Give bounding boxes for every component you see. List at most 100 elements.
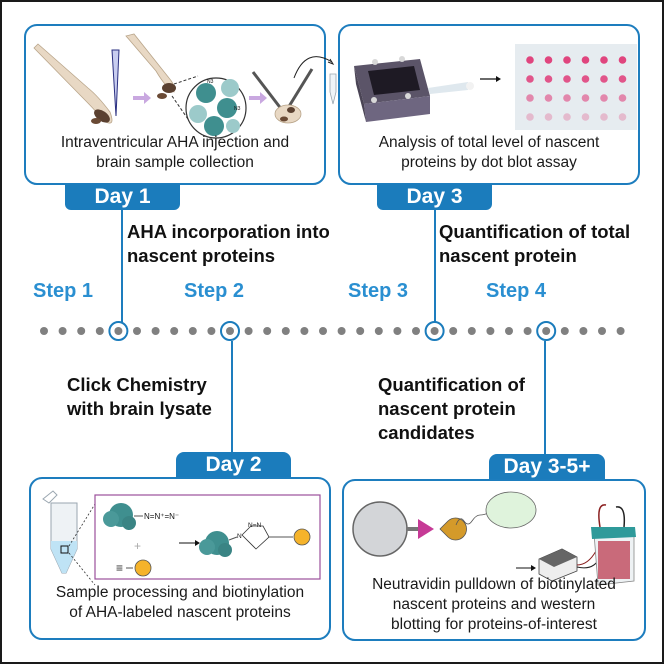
dot-blot-spot — [526, 94, 534, 102]
timeline-dot — [263, 327, 272, 335]
arrow-icon — [179, 540, 200, 546]
dot-blot-spot — [544, 75, 553, 83]
dot-blot-spot — [600, 94, 608, 102]
timeline-dot — [616, 327, 625, 335]
step-1-label: Step 1 — [33, 280, 94, 302]
dot-blot-spot — [544, 56, 553, 64]
caption-line: Analysis of total level of nascent — [378, 134, 600, 151]
zebrafish-larva-icon — [33, 43, 113, 124]
connector-step4 — [544, 341, 546, 456]
dot-blot-spot — [563, 113, 571, 121]
dot-blot-membrane — [515, 44, 637, 130]
dot-blot-spot — [544, 113, 553, 121]
description-line: Quantification of total — [439, 221, 631, 242]
azide-formula: N=N⁺=N⁻ — [144, 512, 179, 521]
timeline-dot — [393, 327, 402, 335]
arrow-icon — [249, 92, 267, 104]
step-4-label: Step 4 — [486, 280, 547, 302]
magnified-proteins-icon: N3 N3 — [185, 77, 247, 139]
azide-label: N3 — [207, 79, 214, 85]
dot-blot-spot — [600, 75, 608, 83]
forceps-dissection-icon — [251, 68, 314, 124]
timeline-dot — [356, 327, 365, 335]
step-1-marker — [108, 321, 129, 341]
dot-blot-spot — [581, 56, 590, 64]
linker-icon — [455, 512, 489, 526]
neutravidin-bead-icon — [352, 501, 408, 557]
description-line: Click Chemistry — [67, 374, 207, 395]
timeline-dot — [579, 327, 588, 335]
timeline-dot — [244, 327, 253, 335]
panel-day1: N3 N3 Intraventricular AHA injection and… — [24, 24, 337, 185]
timeline-dot — [598, 327, 606, 335]
timeline-dot — [412, 327, 420, 335]
dot-blot-spot — [563, 94, 571, 102]
timeline-dot — [319, 327, 327, 335]
timeline-dot — [505, 327, 513, 335]
dot-blot-apparatus-icon — [354, 56, 474, 122]
neutravidin-icon — [439, 517, 467, 541]
western-blot-tank-icon — [591, 504, 636, 586]
description-line: Quantification of — [378, 374, 525, 395]
caption-line: brain sample collection — [96, 154, 254, 171]
arrow-icon — [480, 76, 501, 82]
description-line: nascent proteins — [127, 245, 276, 266]
day35-caption: Neutravidin pulldown of biotinylated nas… — [344, 575, 644, 635]
panel-day3: Analysis of total level of nascent prote… — [338, 24, 640, 185]
day1-caption: Intraventricular AHA injection and brain… — [26, 133, 324, 173]
step2-description: Click Chemistry with brain lysate — [67, 373, 212, 421]
day2-caption: Sample processing and biotinylation of A… — [31, 583, 329, 623]
caption-line: blotting for proteins-of-interest — [391, 616, 597, 633]
dot-blot-spot — [618, 75, 627, 83]
dot-blot-spot — [526, 75, 534, 83]
dot-blot-spot — [581, 94, 590, 102]
timeline-dot — [560, 327, 569, 335]
description-line: with brain lysate — [67, 398, 212, 419]
timeline-dot — [95, 327, 104, 335]
step-3-label: Step 3 — [348, 280, 409, 302]
timeline-dot — [337, 327, 346, 335]
injection-pipette-icon — [111, 49, 120, 117]
day-3-5-tab: Day 3-5+ — [489, 454, 605, 481]
timeline-dot — [449, 327, 458, 335]
step1-description: AHA incorporation into nascent proteins — [127, 220, 330, 268]
caption-line: Sample processing and biotinylation — [55, 584, 305, 601]
connector-step1 — [121, 210, 123, 322]
timeline-dot — [430, 327, 439, 335]
timeline-dot — [151, 327, 160, 335]
dot-blot-spot — [526, 113, 534, 121]
description-line: nascent protein — [439, 245, 577, 266]
triazole-ring-icon: N=N N — [237, 522, 270, 550]
protein-icon — [103, 503, 136, 530]
day1-illustration: N3 N3 — [33, 33, 337, 139]
power-supply-icon — [538, 548, 578, 582]
step4-description: Quantification of nascent protein candid… — [378, 373, 525, 445]
step-2-label: Step 2 — [184, 280, 245, 302]
description-line: nascent protein — [378, 398, 516, 419]
caption-line: Neutravidin pulldown of biotinylated — [372, 576, 616, 593]
dot-blot-spot — [600, 56, 608, 64]
caption-line: proteins by dot blot assay — [401, 154, 577, 171]
biotin-tag-icon — [418, 519, 434, 539]
triazole-label: N=N — [248, 522, 261, 529]
caption-line: nascent proteins and western — [392, 596, 596, 613]
timeline-dot — [226, 327, 234, 335]
timeline-dot — [114, 327, 123, 335]
biotin-icon — [293, 528, 311, 546]
dot-blot-spot — [526, 56, 534, 64]
dot-blot-spot — [581, 75, 590, 83]
protein-of-interest-icon — [485, 491, 537, 529]
day-1-tab: Day 1 — [65, 184, 180, 210]
dot-blot-spot — [563, 75, 571, 83]
timeline-dot — [300, 327, 309, 335]
step-3-marker — [424, 321, 445, 341]
day2-illustration: N=N⁺=N⁻ + ≡ N=N N — [42, 490, 321, 586]
timeline-dot — [542, 327, 551, 335]
timeline-dot — [486, 327, 495, 335]
dot-blot-dots — [526, 56, 627, 121]
timeline-dot — [133, 327, 141, 335]
panel-day2: N=N⁺=N⁻ + ≡ N=N N Sample processing and … — [29, 477, 331, 640]
zebrafish-larva-head-icon — [125, 33, 176, 99]
connector-step3 — [434, 210, 436, 322]
panel-day35: Neutravidin pulldown of biotinylated nas… — [342, 479, 646, 641]
